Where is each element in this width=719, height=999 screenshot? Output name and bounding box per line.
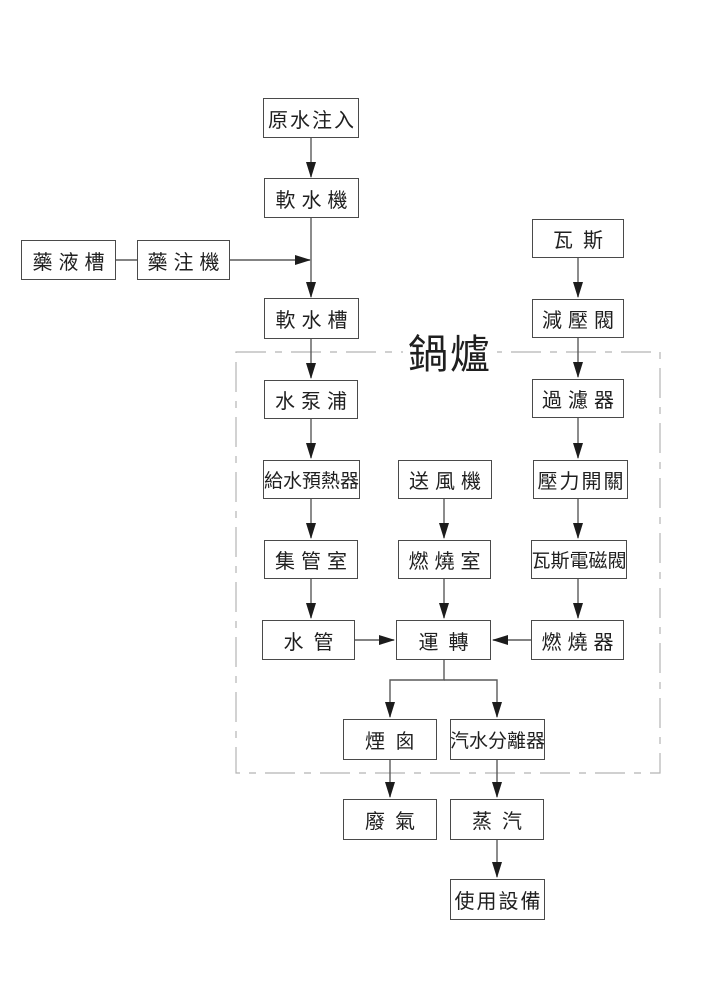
node-soft_tank: 軟水槽 [264, 298, 359, 339]
boiler-dashed-border [235, 351, 661, 774]
node-filter: 過濾器 [532, 379, 624, 418]
node-gas: 瓦斯 [532, 219, 624, 258]
boiler-region-label: 鍋爐 [403, 333, 497, 377]
node-equipment: 使用設備 [450, 879, 545, 920]
node-exhaust_gas: 廢氣 [343, 799, 437, 840]
edge-operation-to-steam_water_separator [444, 679, 502, 718]
node-pressure_reducing_valve: 減壓閥 [532, 299, 624, 338]
node-header_chamber: 集管室 [264, 540, 358, 579]
node-steam: 蒸汽 [450, 799, 544, 840]
node-chem_injector: 藥注機 [137, 240, 230, 280]
node-chimney: 煙囪 [343, 719, 437, 760]
node-chem_tank: 藥液槽 [21, 240, 116, 280]
node-operation: 運轉 [396, 620, 491, 660]
node-burner: 燃燒器 [531, 620, 624, 660]
node-water_pipe: 水管 [262, 620, 355, 660]
node-raw_water: 原水注入 [263, 98, 359, 138]
node-gas_solenoid_valve: 瓦斯電磁閥 [531, 540, 627, 579]
node-softener: 軟水機 [264, 178, 359, 218]
node-steam_water_separator: 汽水分離器 [450, 719, 545, 760]
node-combustion_chamber: 燃燒室 [398, 540, 491, 579]
node-pressure_switch: 壓力開關 [533, 460, 628, 499]
node-blower: 送風機 [398, 460, 492, 499]
node-water_pump: 水泵浦 [264, 380, 358, 419]
node-feedwater_preheater: 給水預熱器 [263, 460, 360, 499]
edge-operation-to-chimney [385, 660, 445, 718]
